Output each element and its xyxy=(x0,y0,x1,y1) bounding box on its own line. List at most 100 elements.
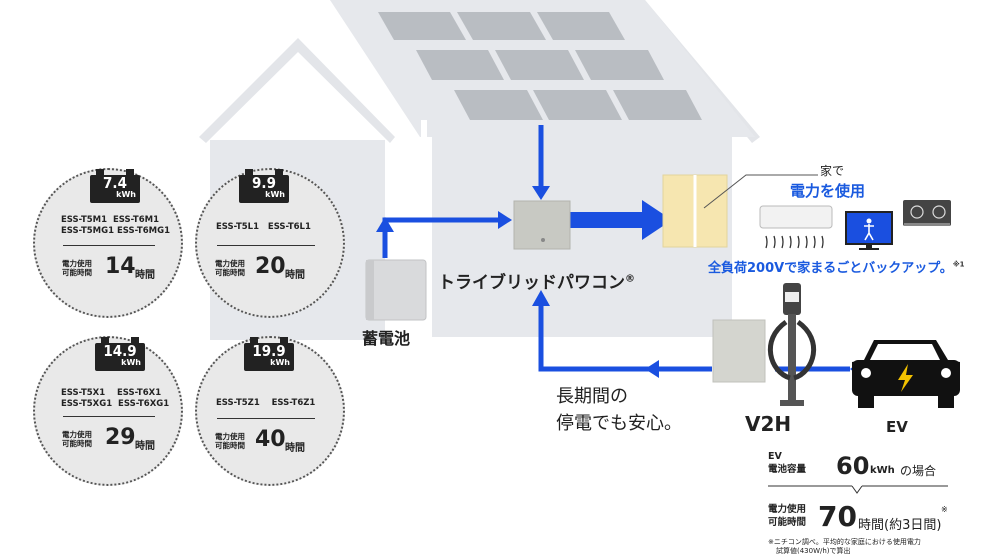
battery-model: ESS-T5Z1 xyxy=(216,398,260,408)
storage-arrow-head-up xyxy=(376,217,394,232)
solar-panel xyxy=(575,50,664,80)
ev-capacity-value: 60 xyxy=(836,452,870,480)
battery-divider xyxy=(217,245,315,246)
ev-hours-value: 70 xyxy=(818,500,857,533)
solar-panel xyxy=(457,12,546,40)
battery-model: ESS-T6MG1 xyxy=(116,226,170,236)
battery-capacity-unit: kWh xyxy=(121,358,141,367)
solar-panel xyxy=(416,50,504,80)
powercon-name: トライブリッドパワコン xyxy=(438,273,625,293)
ev-hours-label-line: 可能時間 xyxy=(768,517,807,528)
ev-info-divider-notch xyxy=(851,485,863,494)
battery-model-list: ESS-T5X1 ESS-T6X1 ESS-T5XG1 ESS-T6XG1 xyxy=(61,388,169,410)
ev-hours-label: 電力使用 可能時間 xyxy=(768,503,806,529)
battery-model: ESS-T6L1 xyxy=(267,222,311,232)
battery-capacity-value: 9.9 xyxy=(252,174,276,192)
solar-panel xyxy=(537,12,625,40)
ev-capacity-unit: kWh xyxy=(870,465,895,476)
battery-model: ESS-T5X1 xyxy=(61,388,106,398)
battery-capacity-unit: kWh xyxy=(265,190,285,199)
long-outage-line: 停電でも安心。 xyxy=(556,413,682,434)
charger-to-v2h-head xyxy=(645,360,659,378)
solar-panel xyxy=(495,50,584,80)
long-outage-caption: 長期間の 停電でも安心。 xyxy=(556,383,682,437)
ev-capacity-suffix: の場合 xyxy=(900,464,937,478)
usage-hours-suffix: 時間 xyxy=(285,443,305,454)
battery-model-list: ESS-T5L1 ESS-T6L1 xyxy=(216,222,311,233)
usage-hours-label: 電力使用可能時間 xyxy=(62,259,92,277)
battery-capacity-value: 19.9 xyxy=(252,342,286,360)
home-use-line2: 電力を使用 xyxy=(790,182,866,200)
battery-divider xyxy=(217,418,315,419)
battery-capacity-unit: kWh xyxy=(116,190,136,199)
usage-hours-suffix: 時間 xyxy=(135,270,155,281)
usage-hours-value: 14 xyxy=(105,254,136,279)
usage-hours-value: 29 xyxy=(105,425,136,450)
battery-capacity-value: 14.9 xyxy=(103,342,137,360)
v2h-arrow-head-up xyxy=(532,290,550,306)
footnote: ※ニチコン調べ。平均的な家庭における使用電力 試算値(430W/h)で算出 xyxy=(768,538,921,555)
powercon-label: トライブリッドパワコン® xyxy=(438,268,635,293)
ih-cooktop-graphic xyxy=(903,200,951,226)
battery-model: ESS-T5M1 xyxy=(61,215,108,225)
storage-battery-unit xyxy=(365,259,427,321)
registered-mark: ® xyxy=(625,273,635,285)
long-outage-line: 長期間の xyxy=(556,386,628,407)
ev-car-graphic xyxy=(852,340,960,408)
battery-capacity-unit: kWh xyxy=(270,358,290,367)
backup-caption: 全負荷200Vで家まるごとバックアップ。※1 xyxy=(708,257,965,276)
ev-charger-stand xyxy=(767,283,817,406)
solar-panel xyxy=(378,12,466,40)
usage-hours-label: 電力使用可能時間 xyxy=(62,430,92,448)
ev-hours-suffix: 時間(約3日間) xyxy=(858,518,942,533)
powercon-unit xyxy=(513,200,571,250)
battery-model: ESS-T6M1 xyxy=(112,215,160,225)
battery-model-list: ESS-T5M1 ESS-T6M1 ESS-T5MG1 ESS-T6MG1 xyxy=(61,215,170,237)
ev-capacity-prefix: EV 電池容量 xyxy=(768,450,806,476)
powercon-led xyxy=(541,238,545,242)
backup-note-mark: ※1 xyxy=(952,260,965,269)
ev-capacity-prefix-line: 電池容量 xyxy=(768,464,807,475)
home-use-leader xyxy=(703,174,818,209)
battery-model: ESS-T5L1 xyxy=(216,222,259,232)
backup-text: 全負荷200Vで家まるごとバックアップ。 xyxy=(708,261,953,276)
battery-model: ESS-T5MG1 xyxy=(61,226,115,236)
battery-divider xyxy=(63,416,155,417)
battery-model: ESS-T6Z1 xyxy=(271,398,316,408)
solar-panel xyxy=(533,90,622,120)
battery-divider xyxy=(63,245,155,246)
usage-hours-value: 40 xyxy=(255,427,286,452)
footnote-line: 試算値(430W/h)で算出 xyxy=(776,546,851,555)
home-use-line1: 家で xyxy=(820,164,845,178)
air-conditioner-graphic xyxy=(759,205,833,249)
usage-hours-value: 20 xyxy=(255,254,286,279)
solar-panel xyxy=(613,90,702,120)
usage-hours-suffix: 時間 xyxy=(135,441,155,452)
footnote-line: ※ニチコン調べ。平均的な家庭における使用電力 xyxy=(768,538,921,546)
usage-hours-label: 電力使用可能時間 xyxy=(215,259,245,277)
usage-hours-label: 電力使用可能時間 xyxy=(215,432,245,450)
storage-arrow-head-right xyxy=(498,211,512,229)
ev-hours-note-mark: ※ xyxy=(941,505,948,514)
home-arrow-head xyxy=(642,200,672,240)
v2h-unit xyxy=(712,319,766,383)
tv-graphic xyxy=(845,211,893,250)
ev-label: EV xyxy=(886,418,908,436)
ev-capacity-prefix-line: EV xyxy=(768,451,782,462)
battery-model: ESS-T5XG1 xyxy=(61,399,113,409)
battery-capacity-value: 7.4 xyxy=(103,174,127,192)
usage-hours-suffix: 時間 xyxy=(285,270,305,281)
battery-model: ESS-T6XG1 xyxy=(118,399,170,409)
battery-model-list: ESS-T5Z1 ESS-T6Z1 xyxy=(216,398,315,409)
storage-battery-shade xyxy=(366,260,374,320)
flow-arrows xyxy=(376,125,862,378)
storage-battery-label: 蓄電池 xyxy=(362,329,411,348)
